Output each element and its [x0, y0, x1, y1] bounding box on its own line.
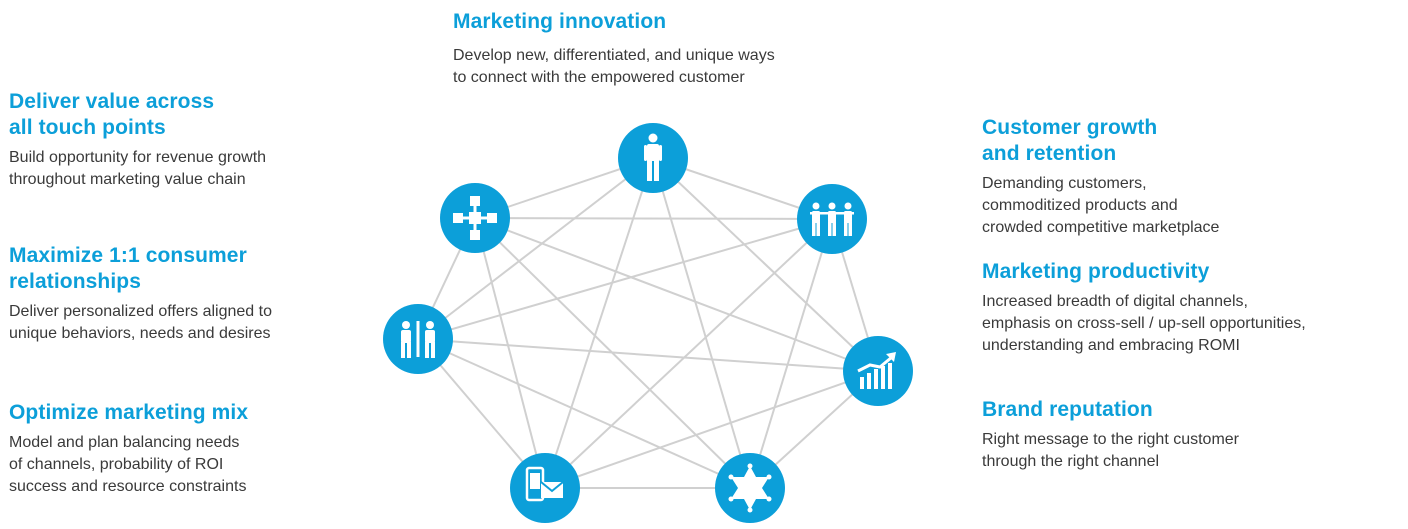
network-flow-node — [440, 183, 510, 253]
description: Build opportunity for revenue growth thr… — [9, 149, 267, 188]
heading: Deliver value across all touch points — [9, 90, 215, 139]
connection-line — [417, 218, 833, 340]
description: Model and plan balancing needs of channe… — [9, 434, 247, 495]
sheriff-star-node — [715, 453, 785, 523]
connection-line — [474, 217, 751, 489]
heading: Maximize 1:1 consumer relationships — [9, 244, 247, 293]
connection-line — [417, 338, 751, 489]
connection-line — [474, 217, 546, 489]
connection-line — [417, 157, 654, 340]
description: Deliver personalized offers aligned to u… — [9, 303, 272, 342]
brand-reputation-block: Brand reputation Right message to the ri… — [982, 397, 1239, 473]
heading: Marketing innovation — [453, 10, 667, 33]
connection-line — [474, 217, 833, 220]
person-node — [618, 123, 688, 193]
mobile-mail-icon — [525, 466, 564, 502]
nodes — [383, 123, 913, 523]
description: Develop new, differentiated, and unique … — [453, 47, 775, 86]
connection-line — [417, 338, 879, 372]
connection-line — [652, 157, 751, 489]
connection-line — [474, 217, 879, 372]
relationship-icon — [401, 321, 435, 358]
growth-chart-node — [843, 336, 913, 406]
description: Increased breadth of digital channels, e… — [982, 293, 1306, 354]
deliver-value-block: Deliver value across all touch points Bu… — [9, 89, 266, 191]
marketing-productivity-block: Marketing productivity Increased breadth… — [982, 259, 1306, 357]
connection-line — [749, 218, 833, 489]
heading: Customer growth and retention — [982, 116, 1158, 165]
connection-line — [652, 157, 879, 372]
optimize-mix-block: Optimize marketing mix Model and plan ba… — [9, 400, 248, 498]
heading: Marketing productivity — [982, 260, 1210, 283]
heading: Optimize marketing mix — [9, 401, 249, 424]
connection-line — [544, 218, 833, 489]
customer-growth-block: Customer growth and retention Demanding … — [982, 115, 1219, 239]
heading: Brand reputation — [982, 398, 1153, 421]
sheriff-star-icon — [728, 463, 772, 513]
connection-line — [544, 370, 879, 489]
growth-chart-icon — [857, 352, 896, 389]
maximize-relationships-block: Maximize 1:1 consumer relationships Deli… — [9, 243, 272, 345]
network-flow-icon — [453, 196, 497, 240]
person-icon — [644, 133, 662, 181]
marketing-innovation-block: Marketing innovation Develop new, differ… — [453, 9, 775, 89]
connection-line — [544, 157, 654, 489]
relationship-node — [383, 304, 453, 374]
description: Right message to the right customer thro… — [982, 431, 1240, 470]
mobile-mail-node — [510, 453, 580, 523]
team-node — [797, 184, 867, 254]
team-icon — [810, 202, 854, 236]
description: Demanding customers, commoditized produc… — [982, 175, 1220, 236]
